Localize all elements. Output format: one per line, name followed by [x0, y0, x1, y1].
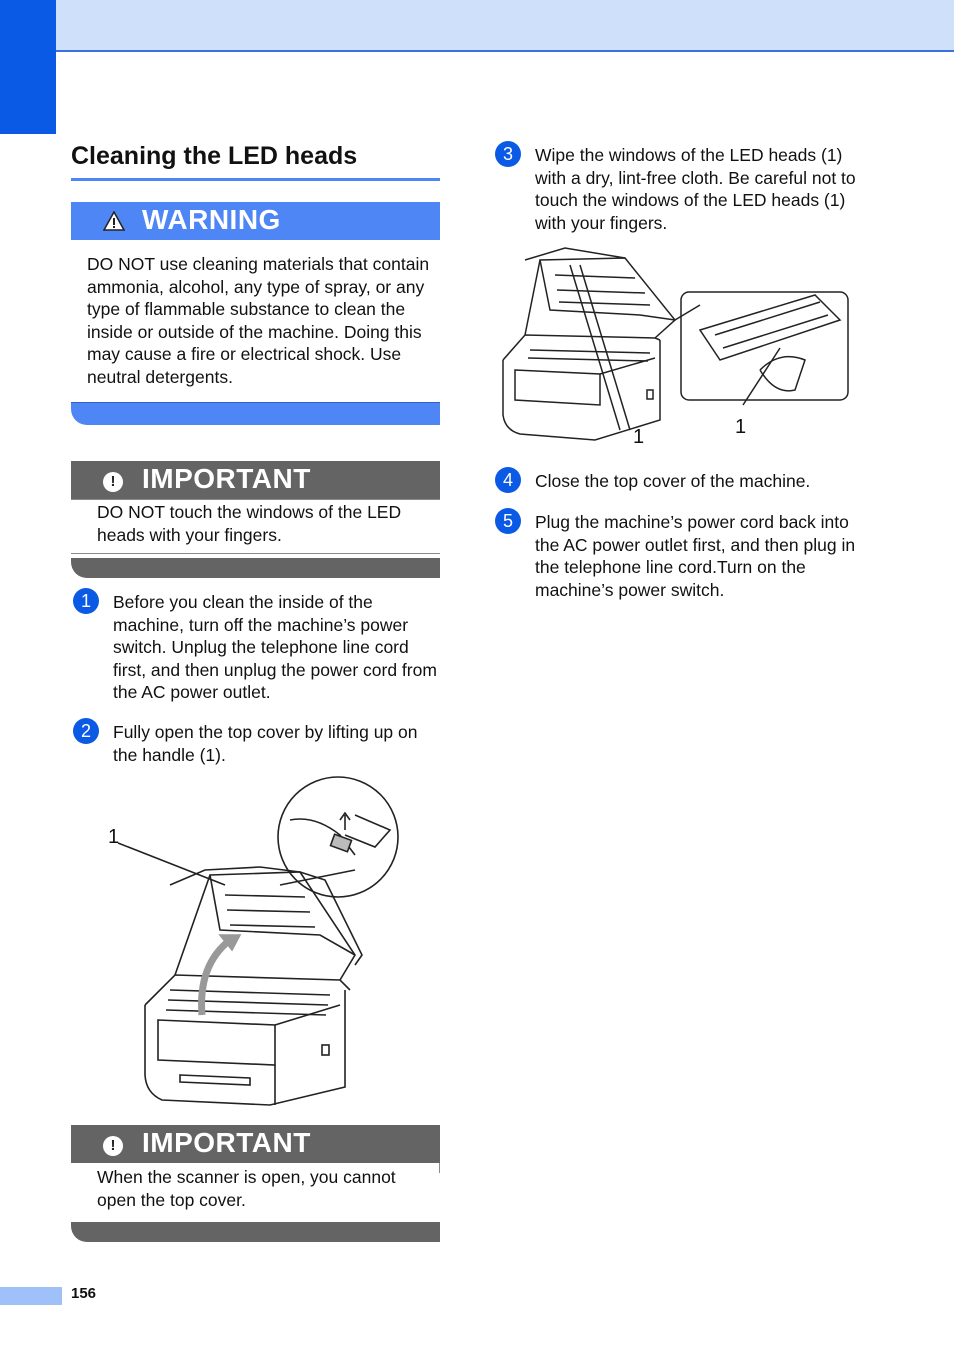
important-divider	[439, 1163, 440, 1173]
section-title: Cleaning the LED heads	[71, 142, 358, 170]
step-number: 4	[495, 467, 521, 493]
page-number: 156	[71, 1285, 97, 1302]
exclamation-icon: !	[103, 472, 123, 492]
step-text: Wipe the windows of the LED heads (1) wi…	[535, 145, 856, 233]
warning-label: WARNING	[142, 204, 281, 235]
exclamation-icon: !	[103, 1136, 123, 1156]
footer-tab	[0, 1287, 62, 1305]
warning-header: WARNING	[71, 202, 440, 240]
figure-callout: 1	[735, 416, 747, 438]
warning-triangle-icon	[103, 211, 125, 231]
step-number: 2	[73, 718, 99, 744]
important-footer	[71, 558, 440, 578]
header-band	[0, 0, 954, 52]
important-label: IMPORTANT	[142, 1127, 311, 1158]
step-text: Fully open the top cover by lifting up o…	[113, 722, 418, 765]
warning-text: DO NOT use cleaning materials that conta…	[87, 254, 430, 387]
important-footer	[71, 1222, 440, 1242]
led-head-cleaning-illustration	[502, 247, 849, 441]
figure-callout: 1	[108, 826, 120, 848]
printer-open-cover-illustration	[117, 776, 399, 1106]
important-text: DO NOT touch the windows of the LED head…	[97, 502, 402, 545]
chapter-tab	[0, 0, 56, 134]
important-label: IMPORTANT	[142, 463, 311, 494]
important-header: ! IMPORTANT	[71, 1125, 440, 1163]
step-text: Before you clean the inside of the machi…	[113, 592, 437, 702]
step-text: Plug the machine’s power cord back into …	[535, 512, 856, 600]
step-number: 5	[495, 508, 521, 534]
warning-footer	[71, 402, 440, 425]
step-number: 3	[495, 141, 521, 167]
figure-callout: 1	[633, 426, 645, 448]
important-divider	[71, 553, 440, 554]
important-text: When the scanner is open, you cannot ope…	[97, 1167, 396, 1210]
important-header: ! IMPORTANT	[71, 461, 440, 499]
important-divider	[71, 499, 440, 500]
title-underline	[71, 178, 440, 181]
step-text: Close the top cover of the machine.	[535, 471, 811, 491]
step-number: 1	[73, 588, 99, 614]
